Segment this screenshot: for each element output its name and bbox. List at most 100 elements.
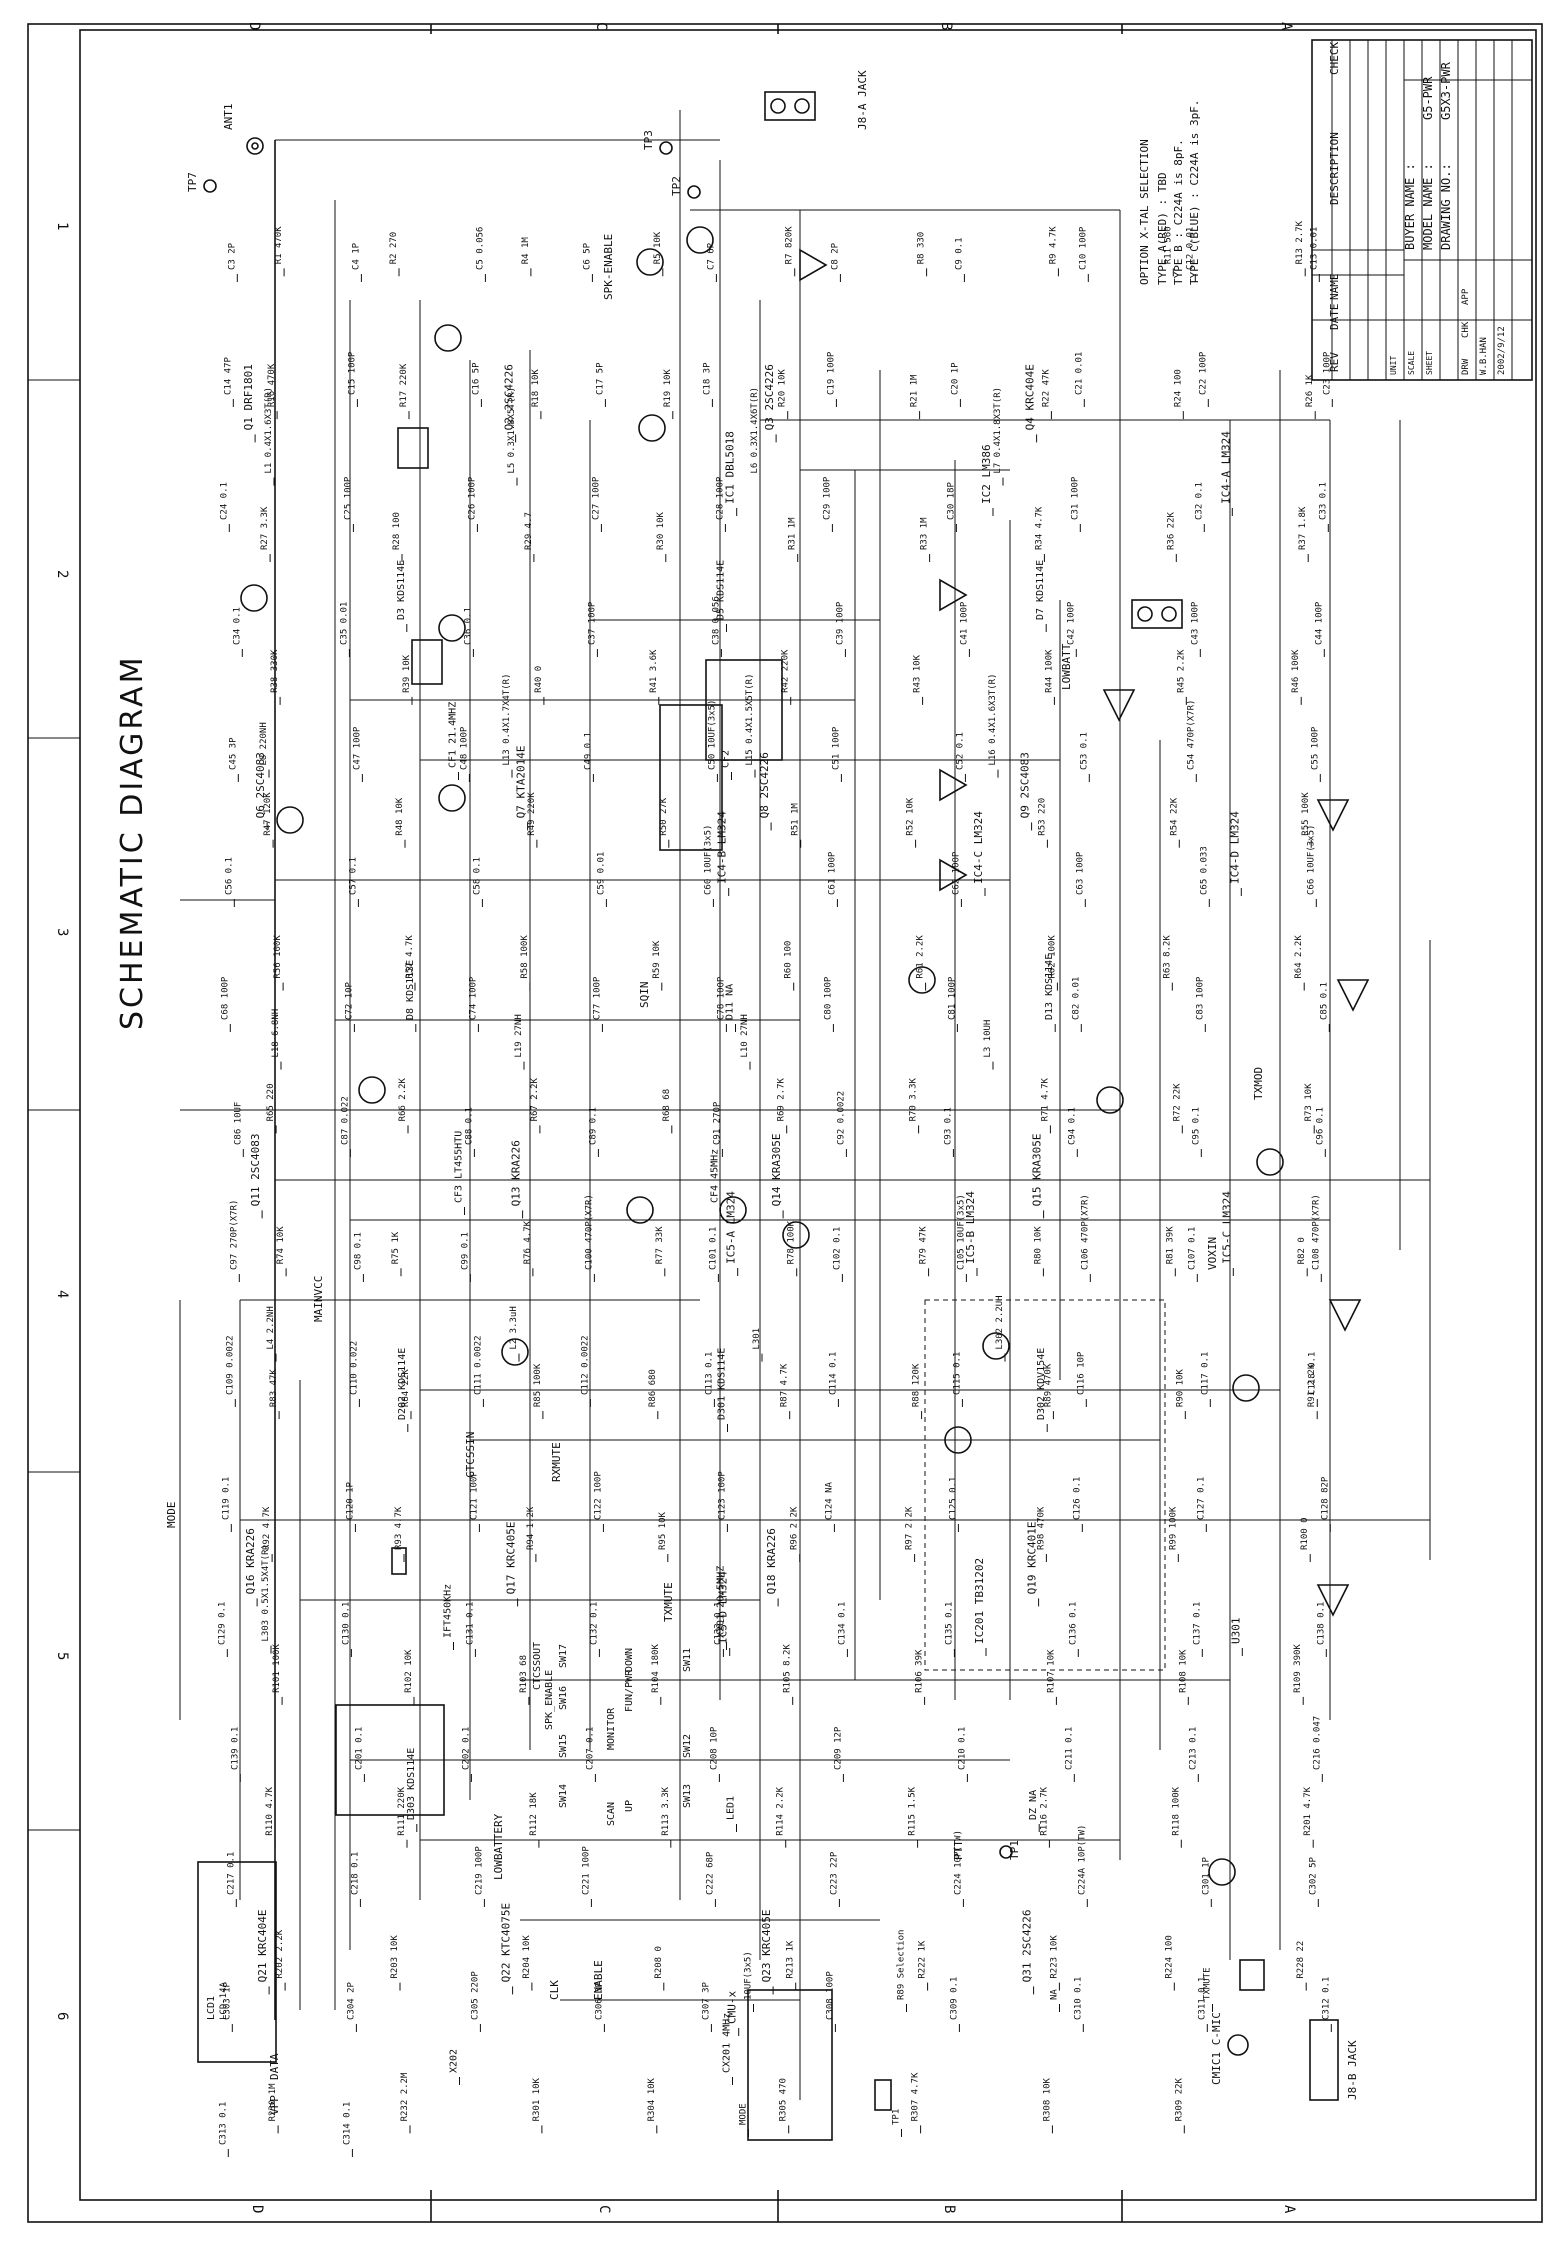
capacitor-label: C42 100P [1066, 601, 1076, 645]
resistor-label: R39 10K [402, 654, 412, 693]
capacitor-label: C57 0.1 [348, 857, 358, 895]
resistor-label: R305 470 [779, 2078, 789, 2121]
capacitor-label: C48 100P [459, 726, 469, 770]
transistor-label: Q9 2SC4083 [1019, 752, 1032, 818]
resistor-label: R51 1M [791, 803, 801, 836]
capacitor-label: C93 0.1 [943, 1107, 953, 1145]
ic-label: CMU-x [726, 1991, 739, 2024]
resistor-label: R202 2.2K [275, 1929, 285, 1978]
transistor-label: Q22 KTC4075E [500, 1903, 513, 1982]
shield-box [924, 1299, 1166, 1671]
resistor-label: R43 10K [913, 654, 923, 693]
capacitor-label: C38 0.056 [711, 596, 721, 645]
inductor-label: L4 2.2NH [266, 1306, 276, 1349]
resistor-label: R98 470K [1036, 1506, 1046, 1550]
resistor-label: R28 100 [392, 512, 402, 550]
capacitor-label: C29 100P [822, 476, 832, 520]
capacitor-label: C61 100P [827, 851, 837, 895]
resistor-label: R48 10K [395, 797, 405, 836]
capacitor-label: C312 0.1 [1321, 1977, 1331, 2020]
capacitor-label: C303 1P [222, 1981, 232, 2020]
capacitor-label: C100 470P(X7R) [584, 1194, 594, 1270]
net-up: UP [624, 1800, 635, 1812]
filter-label: CF3 LT455HTU [454, 1131, 465, 1203]
grid-letter-top-c: C [593, 22, 609, 30]
inductor-label: L15 0.4X1.5X5T(R) [745, 673, 755, 765]
resistor-label: R301 10K [532, 2077, 542, 2121]
resistor-label: R69 2.7K [777, 1077, 787, 1121]
inductor-label: L8 220NH [259, 722, 269, 765]
misc-label: MODE [739, 2103, 749, 2125]
resistor-label: R307 4.7K [911, 2072, 921, 2121]
diode-label: LED1 [726, 1796, 737, 1820]
net-tp1: TP1 [1008, 1840, 1021, 1860]
tb-scale: SCALE [1407, 351, 1416, 375]
tb-drawing-label: DRAWING NO.: [1439, 163, 1453, 250]
resistor-label: R232 2.2M [400, 2072, 410, 2121]
capacitor-label: C94 0.1 [1067, 1107, 1077, 1145]
grid-ticks [28, 24, 1123, 2222]
resistor-label: R115 1.5K [908, 1786, 918, 1835]
resistor-label: R49 220K [527, 792, 537, 836]
resistor-label: R203 10K [390, 1935, 400, 1979]
resistor-label: R93 4.7K [394, 1506, 404, 1550]
capacitor-label: C47 100P [352, 726, 362, 770]
resistor-label: R96 2.2K [790, 1506, 800, 1550]
net-tp7: TP7 [186, 172, 199, 192]
diode-label: D301 KDS114E [717, 1348, 728, 1420]
xtal-line-2: TYPE B : C224A is 8pF. [1172, 139, 1185, 285]
label-jack-b: J8-B JACK [1346, 2040, 1359, 2100]
resistor-label: R60 100 [784, 941, 794, 979]
resistor-label: R80 10K [1033, 1226, 1043, 1265]
tb-drw: DRW [1461, 358, 1471, 375]
capacitor-label: C102 0.1 [832, 1227, 842, 1270]
capacitor-label: C55 100P [1310, 726, 1320, 770]
capacitor-label: C91 270P [712, 1101, 722, 1145]
transistor-label: Q21 KRC404E [256, 1910, 269, 1983]
net-data: DATA [268, 2053, 281, 2080]
capacitor-label: C63 100P [1075, 851, 1085, 895]
resistor-label: R85 100K [533, 1363, 543, 1407]
net-sw11: SW11 [682, 1648, 693, 1672]
resistor-label: R56 100K [273, 935, 283, 979]
misc-label: R89 Selection [897, 1930, 907, 2000]
transistor-label: Q17 KRC405E [505, 1522, 518, 1595]
transistor-label: Q19 KRC401E [1026, 1522, 1039, 1595]
capacitor-label: C18 3P [702, 362, 712, 395]
resistor-label: R64 2.2K [1294, 935, 1304, 979]
tb-date: DATE [1328, 304, 1341, 331]
transistor-label: Q4 KRC404E [1024, 364, 1037, 430]
transistor-label: Q3 2SC4226 [763, 364, 776, 430]
capacitor-label: C34 0.1 [232, 607, 242, 645]
capacitor-label: C49 0.1 [583, 732, 593, 770]
grid-number-2: 2 [54, 570, 70, 578]
grid-letter-bottom-a: A [1281, 2205, 1297, 2214]
ic-label: IC4-D LM324 [1228, 811, 1241, 884]
resistor-label: R16 470K [267, 363, 277, 407]
capacitor-label: C107 0.1 [1187, 1227, 1197, 1270]
capacitor-label: C32 0.1 [1194, 482, 1204, 520]
resistor-label: R86 680 [648, 1369, 658, 1407]
resistor-label: R57 4.7K [405, 935, 415, 979]
resistor-label: R37 1.8K [1298, 506, 1308, 550]
misc-label: NA [1050, 1989, 1060, 2000]
resistor-label: R31 1M [788, 517, 798, 550]
resistor-label: R47 120K [263, 792, 273, 836]
capacitor-label: C216 0.047 [1312, 1716, 1322, 1770]
capacitor-label: C54 470P(X7R) [1186, 700, 1196, 770]
inductor-label: L6 0.3X1.4X6T(R) [750, 387, 760, 474]
diagram-title: SCHEMATIC DIAGRAM [115, 655, 150, 1030]
resistor-label: R73 10K [1304, 1083, 1314, 1122]
capacitor-label: C111 0.0022 [473, 1335, 483, 1395]
capacitor-label: C304 2P [346, 1981, 356, 2020]
capacitor-label: C124 NA [824, 1481, 834, 1520]
inductor-label: L303 0.5X1.5X4T(R) [261, 1544, 271, 1642]
label-mic: CMIC1 C-MIC [1210, 2012, 1223, 2085]
net-vpp: VPP [268, 2095, 281, 2115]
capacitor-label: C41 100P [959, 601, 969, 645]
capacitor-label: C9 0.1 [954, 237, 964, 270]
capacitor-label: C58 0.1 [472, 857, 482, 895]
resistor-label: R68 68 [662, 1089, 672, 1122]
resistor-label: R81 39K [1165, 1226, 1175, 1265]
